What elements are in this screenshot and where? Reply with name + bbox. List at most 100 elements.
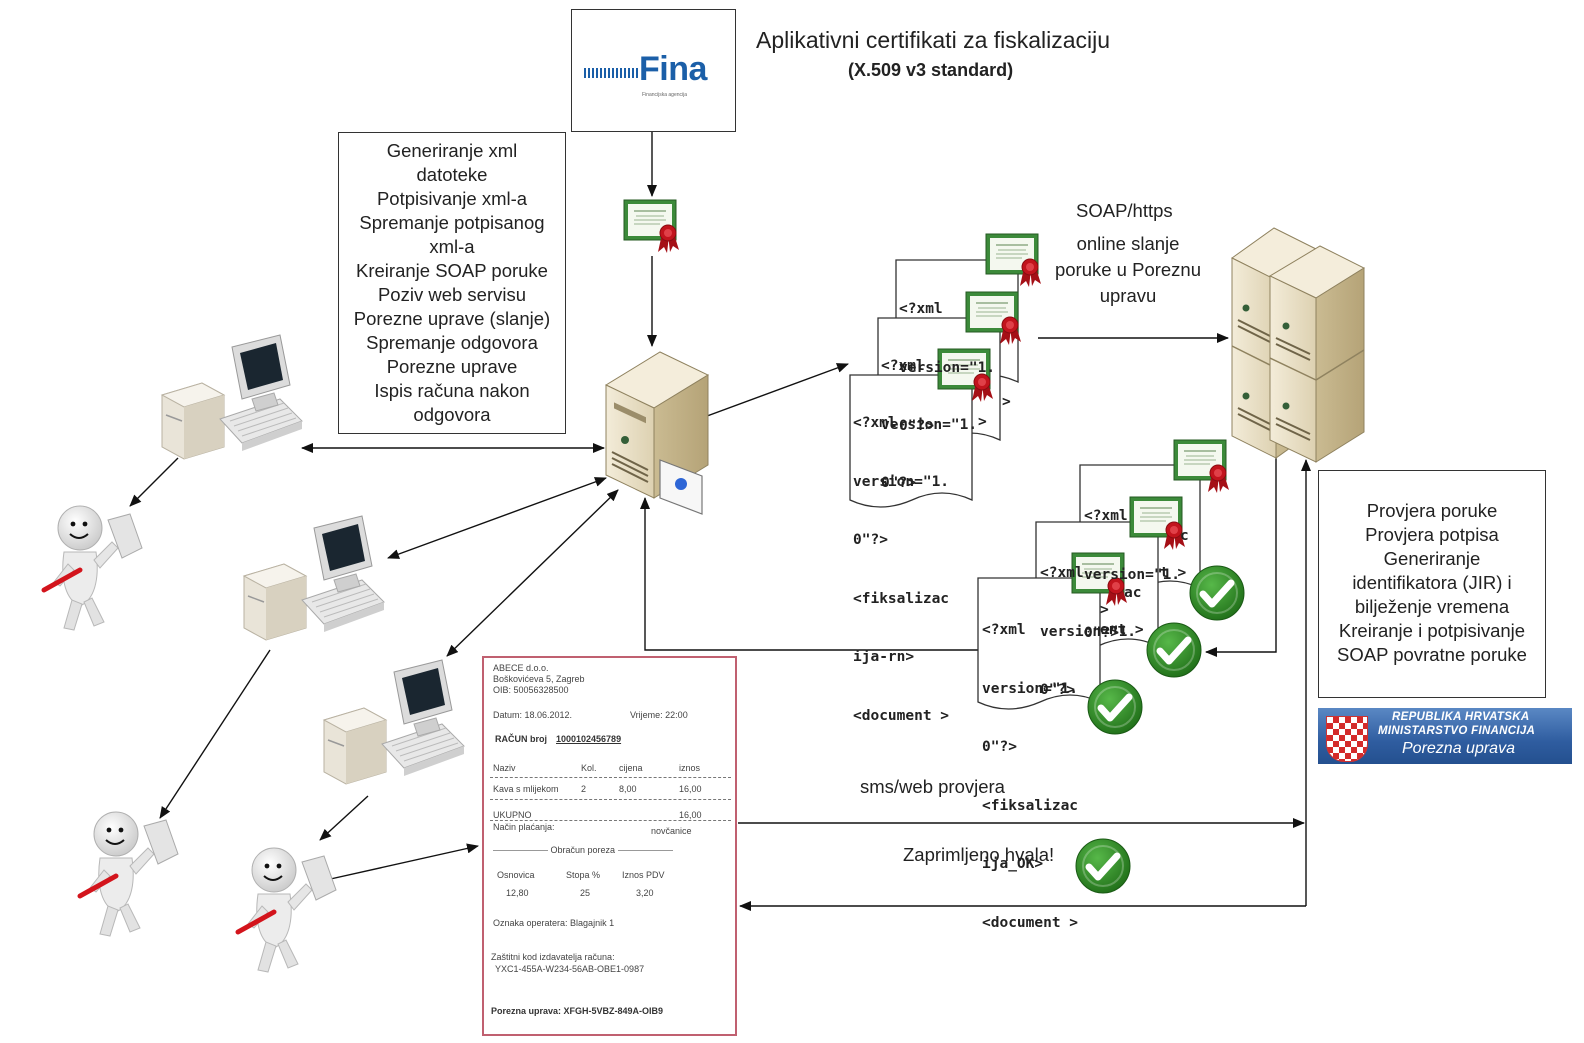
tax-authority-servers — [1231, 227, 1366, 463]
receipt-zki-value: YXC1-455A-W234-56AB-OBE1-0987 — [495, 964, 645, 974]
diagram-subtitle: (X.509 v3 standard) — [848, 60, 1014, 80]
customer-figure-3 — [238, 848, 336, 972]
arrow-person-receipt — [325, 843, 479, 881]
fina-barcode-mark — [584, 68, 638, 78]
receipt-item-name: Kava s mlijekom — [493, 784, 559, 794]
receipt-divider — [490, 799, 731, 800]
receipt-jir: Porezna uprava: XFGH-5VBZ-849A-OIB9 — [491, 1006, 664, 1016]
receipt-operator: Oznaka operatera: Blagajnik 1 — [493, 918, 615, 928]
pos-step: Kreiranje SOAP poruke — [356, 260, 548, 281]
arrow-pos2-server — [387, 477, 607, 559]
tax-check-step: Provjera poruke — [1366, 500, 1498, 521]
receipt-oib: OIB: 50056328500 — [493, 685, 569, 695]
tax-check-step: SOAP povratne poruke — [1337, 644, 1527, 665]
pos-server — [604, 351, 710, 515]
tax-check-step: Provjera potpisa — [1365, 524, 1499, 545]
tax-check-step: bilježenje vremena — [1354, 596, 1510, 617]
receipt-date: Datum: 18.06.2012. — [493, 710, 573, 720]
soap-description-line: upravu — [1099, 285, 1157, 306]
receipt-company: ABECE d.o.o. — [493, 663, 549, 673]
receipt-total-value: 16,00 — [679, 810, 702, 820]
receipt-total-label: UKUPNO — [493, 810, 532, 820]
arrow-pos3-server — [446, 489, 619, 657]
pos-step: Generiranje xml — [386, 140, 518, 161]
pos-step: xml-a — [429, 236, 475, 257]
receipt-item-price: 8,00 — [619, 784, 637, 794]
receipt-zki-label: Zaštitni kod izdavatelja računa: — [491, 952, 615, 962]
receipt-col-qty: Kol. — [581, 763, 597, 773]
receipt-payment-label: Način plaćanja: — [493, 822, 555, 832]
customer-figure-2 — [80, 812, 178, 936]
response-doc-tail: t > — [1160, 565, 1187, 581]
pos-step: odgovora — [413, 404, 491, 425]
fina-logo-tagline: Financijska agencija — [642, 92, 688, 98]
pos-steps-box: Generiranje xml datoteke Potpisivanje xm… — [338, 132, 566, 434]
receipt-number-label: RAČUN broj — [495, 734, 547, 744]
arrow-response-to-server — [640, 497, 978, 651]
thanks-label: Zaprimljeno hvala! — [903, 844, 1055, 865]
tax-check-step: identifikatora (JIR) i — [1352, 572, 1512, 593]
arrow-pos1-person — [129, 457, 179, 507]
customer-figure-1 — [44, 506, 142, 630]
gov-badge-line3: Porezna uprava — [1402, 740, 1515, 757]
response-doc-back1: <?xml version="1. 0"?> — [1084, 508, 1181, 641]
gov-badge-line2: MINISTARSTVO FINANCIJA — [1378, 725, 1536, 737]
pos-step: Spremanje potpisanog — [359, 212, 545, 233]
request-doc-back2: <?xml version="1. 0"?> — [881, 358, 978, 491]
response-doc-front: <?xml version="1. 0"?> <fiksalizac ija_O… — [982, 622, 1079, 931]
soap-protocol-label: SOAP/https — [1076, 200, 1173, 221]
receipt-payment-value: novčanice — [651, 826, 692, 836]
pos-step: Porezne uprave — [386, 356, 518, 377]
receipt-item-amount: 16,00 — [679, 784, 702, 794]
response-doc-mark: > — [1100, 602, 1109, 618]
receipt-tax-base: 12,80 — [506, 888, 529, 898]
pos-terminal-2 — [243, 515, 385, 641]
pos-terminal-1 — [161, 334, 303, 460]
pos-step: Ispis računa nakon — [374, 380, 530, 401]
soap-description-line: online slanje — [1076, 233, 1180, 254]
gov-badge-line1: REPUBLIKA HRVATSKA — [1392, 711, 1530, 723]
receipt-col-amount: iznos — [679, 763, 701, 773]
soap-description-line: poruke u Poreznu — [1054, 259, 1202, 280]
receipt-divider — [490, 820, 731, 821]
sms-web-check-label: sms/web provjera — [860, 776, 1005, 797]
receipt-col-name: Naziv — [493, 763, 516, 773]
arrow-tax-to-response — [1205, 452, 1277, 657]
response-doc-tail: ac — [1124, 585, 1142, 601]
receipt-divider — [490, 777, 731, 778]
tax-checks-box: Provjera poruke Provjera potpisa Generir… — [1318, 470, 1546, 698]
pos-step: Porezne uprave (slanje) — [353, 308, 551, 329]
receipt-address: Boškovićeva 5, Zagreb — [493, 674, 585, 684]
fiscal-receipt: ABECE d.o.o. Boškovićeva 5, Zagreb OIB: … — [482, 656, 737, 1036]
response-doc-tail: ent > — [1100, 622, 1144, 638]
pos-terminal-3 — [323, 659, 465, 785]
request-doc-front: <?xml version="1. 0"?> <fiksalizac ija-r… — [853, 415, 950, 724]
diagram-title: Aplikativni certifikati za fiskalizaciju — [756, 27, 1111, 53]
pos-step: datoteke — [416, 164, 488, 185]
request-doc-back1: <?xml version="1. 0"?> — [899, 301, 996, 434]
porezna-uprava-badge: REPUBLIKA HRVATSKA MINISTARSTVO FINANCIJ… — [1318, 708, 1572, 764]
response-doc-tail: c — [1180, 528, 1189, 544]
receipt-col-price: cijena — [619, 763, 643, 773]
receipt-item-qty: 2 — [581, 784, 587, 794]
check-icon-thanks — [1076, 839, 1130, 893]
tax-check-step: Generiranje — [1383, 548, 1481, 569]
receipt-tax-header-text: Obračun poreza — [550, 845, 616, 855]
arrow-pos3-person — [319, 795, 369, 841]
response-doc-back2: <?xml version="1. 0"?> — [1040, 565, 1137, 698]
request-doc-mark: > — [978, 414, 987, 430]
tax-check-step: Kreiranje i potpisivanje — [1338, 620, 1526, 641]
check-icon-resp1 — [1190, 566, 1244, 620]
receipt-time: Vrijeme: 22:00 — [630, 710, 688, 720]
receipt-number-value: 1000102456789 — [556, 734, 622, 744]
certificate-icon-fina — [623, 199, 680, 254]
soap-description: online slanje poruke u Poreznu upravu — [1040, 231, 1216, 309]
fina-logo-box: Fina Financijska agencija — [571, 9, 736, 132]
croatian-coat-of-arms-icon — [1326, 716, 1368, 762]
receipt-tax-header: Obračun poreza — [493, 845, 703, 855]
request-doc-mark: > — [1002, 394, 1011, 410]
pos-step: Potpisivanje xml-a — [376, 188, 528, 209]
receipt-tax-vat: 3,20 — [636, 888, 654, 898]
receipt-tax-col-vat: Iznos PDV — [622, 870, 665, 880]
